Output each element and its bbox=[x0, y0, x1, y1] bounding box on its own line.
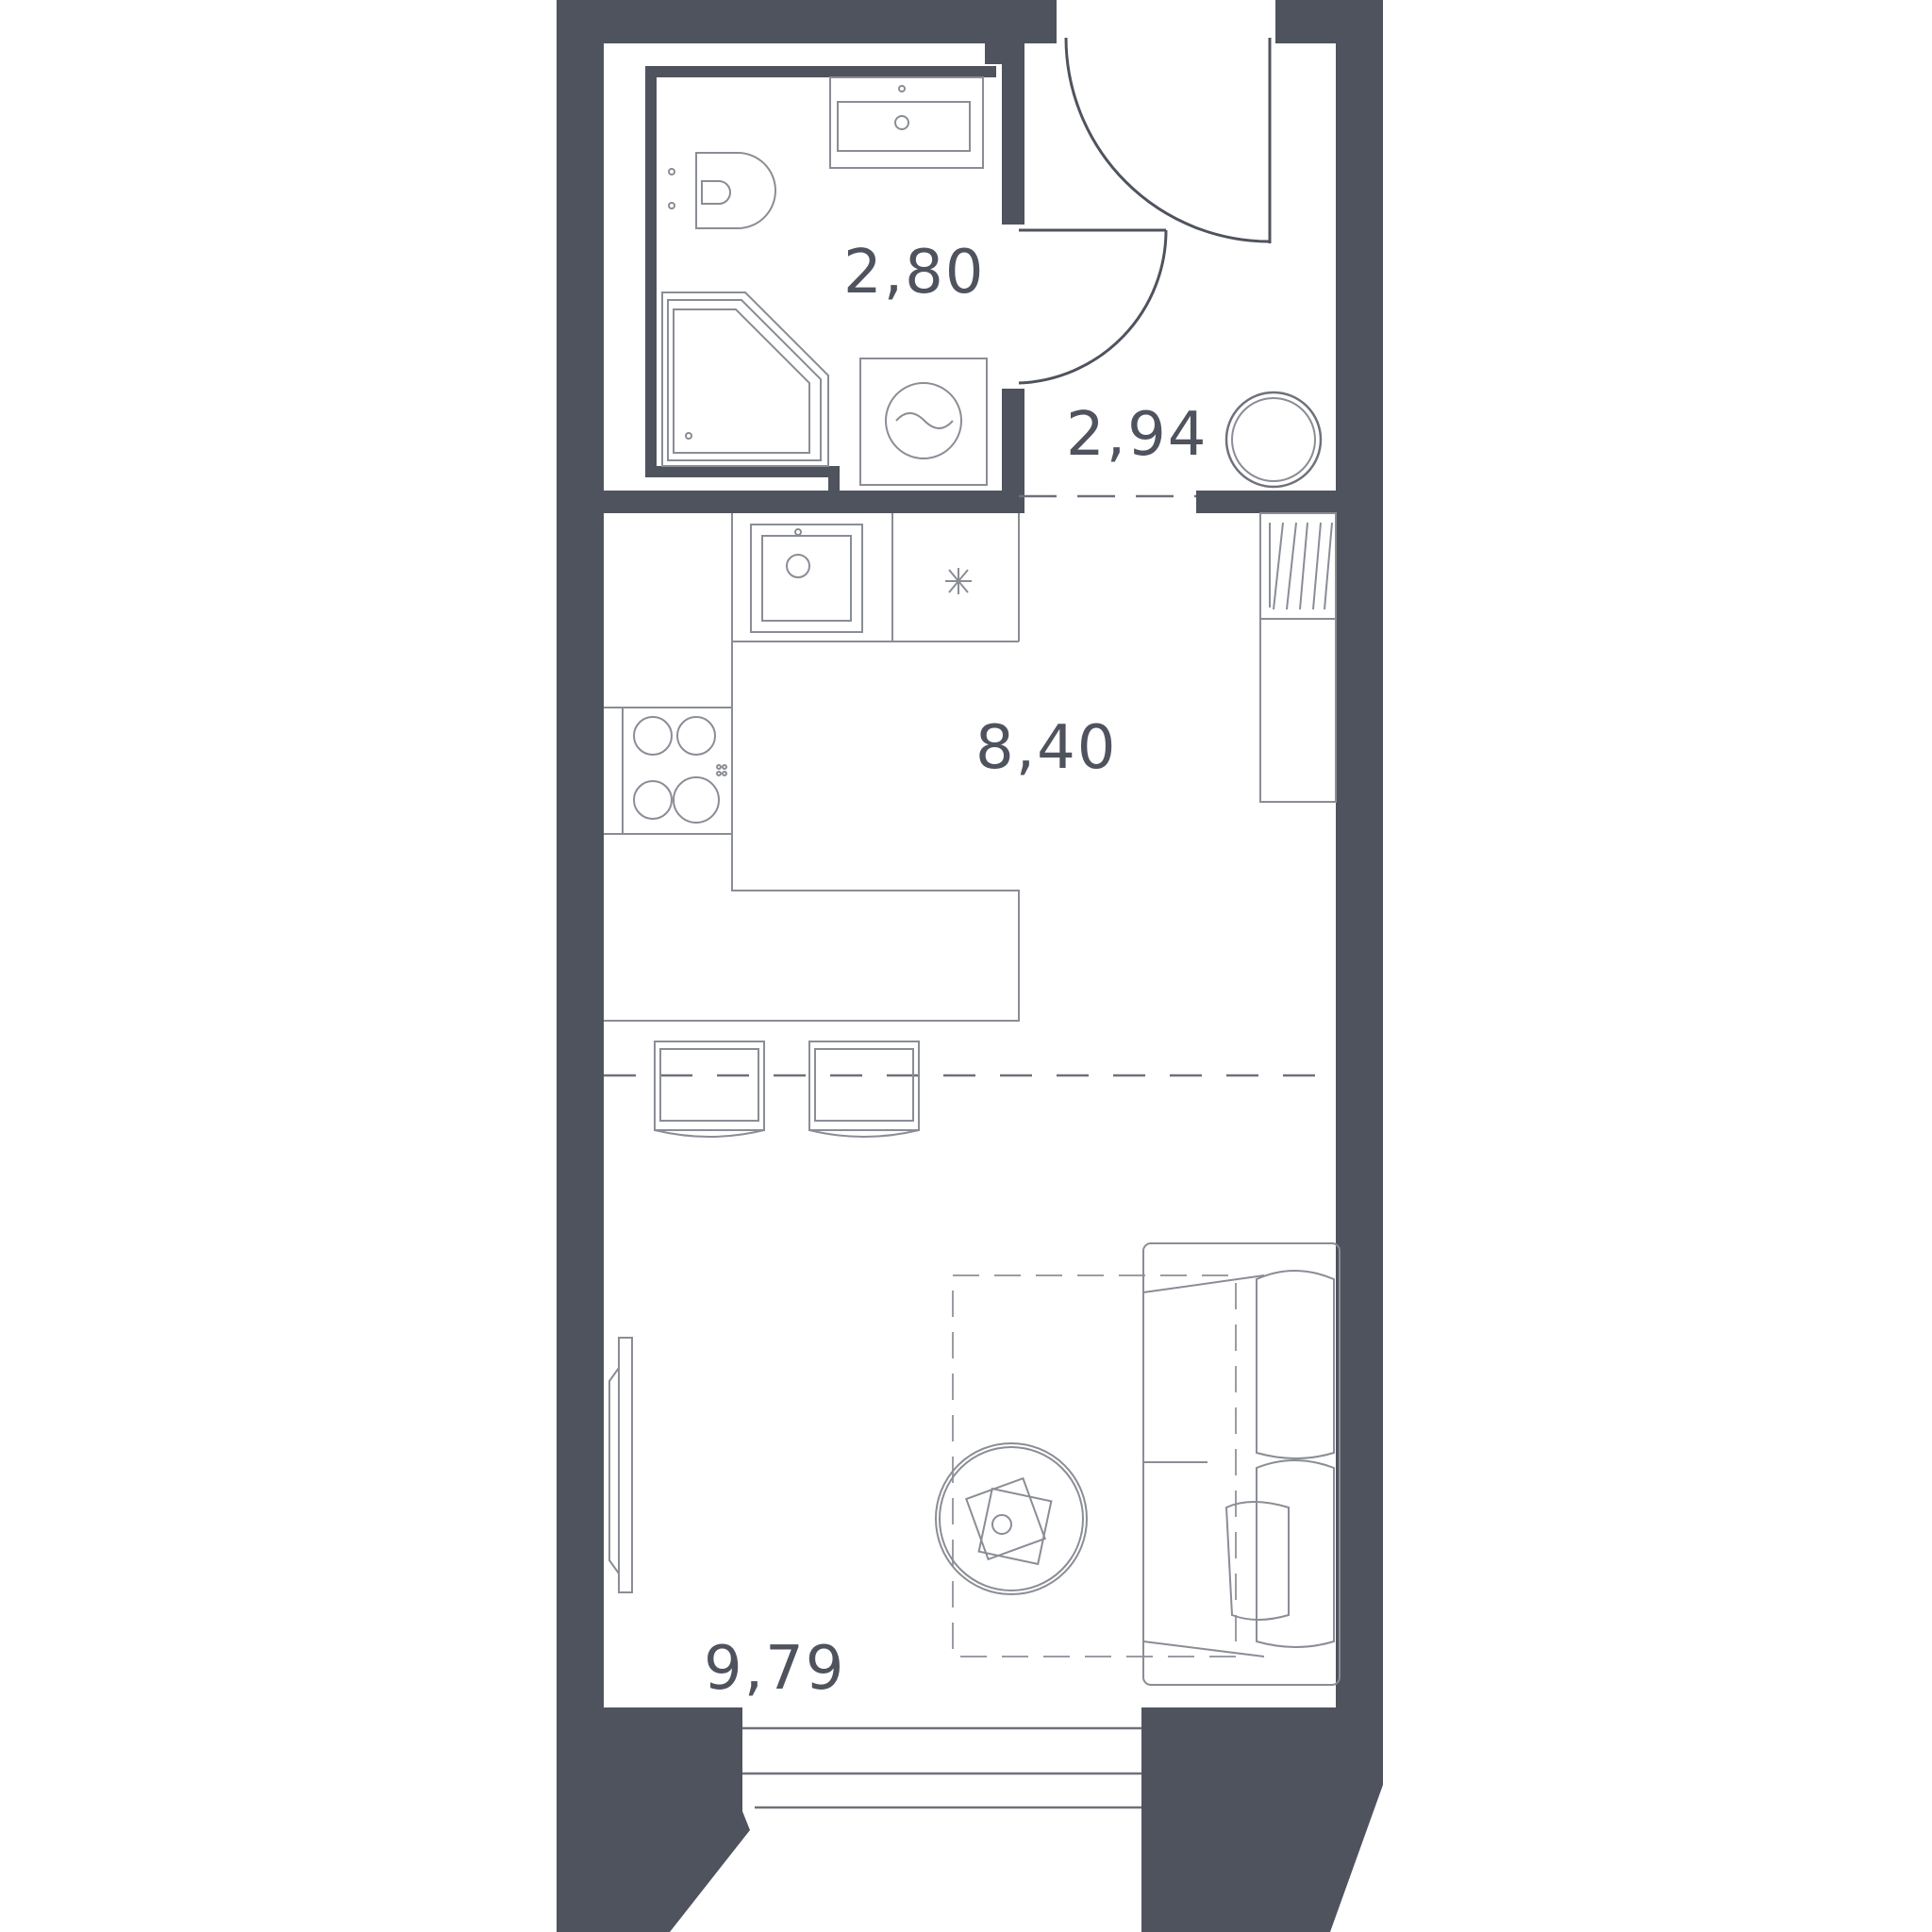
area-label-hallway: 2,94 bbox=[1066, 400, 1208, 470]
washing-machine-icon bbox=[859, 358, 988, 486]
area-label-living-room: 9,79 bbox=[704, 1634, 846, 1704]
wardrobe-icon bbox=[1259, 512, 1337, 803]
walls bbox=[557, 0, 1383, 1932]
chair-icon bbox=[808, 1041, 920, 1138]
doors bbox=[1018, 37, 1272, 498]
balcony-door bbox=[742, 1726, 1141, 1809]
chair-icon bbox=[654, 1041, 765, 1138]
coffee-table-icon bbox=[935, 1442, 1088, 1595]
sofa-icon bbox=[1142, 1242, 1341, 1686]
fridge-icon bbox=[945, 568, 972, 594]
kitchen-sink-icon bbox=[750, 524, 863, 633]
round-mirror-icon bbox=[1224, 391, 1323, 489]
stove-icon bbox=[622, 707, 733, 835]
kitchen-counter bbox=[604, 513, 1020, 1022]
shower-icon bbox=[661, 291, 829, 467]
area-label-bathroom: 2,80 bbox=[843, 238, 986, 308]
rug bbox=[952, 1274, 1237, 1657]
toilet-icon bbox=[668, 152, 776, 229]
sink-icon bbox=[829, 76, 984, 169]
tv-icon bbox=[608, 1337, 633, 1593]
area-label-kitchen: 8,40 bbox=[975, 713, 1118, 783]
